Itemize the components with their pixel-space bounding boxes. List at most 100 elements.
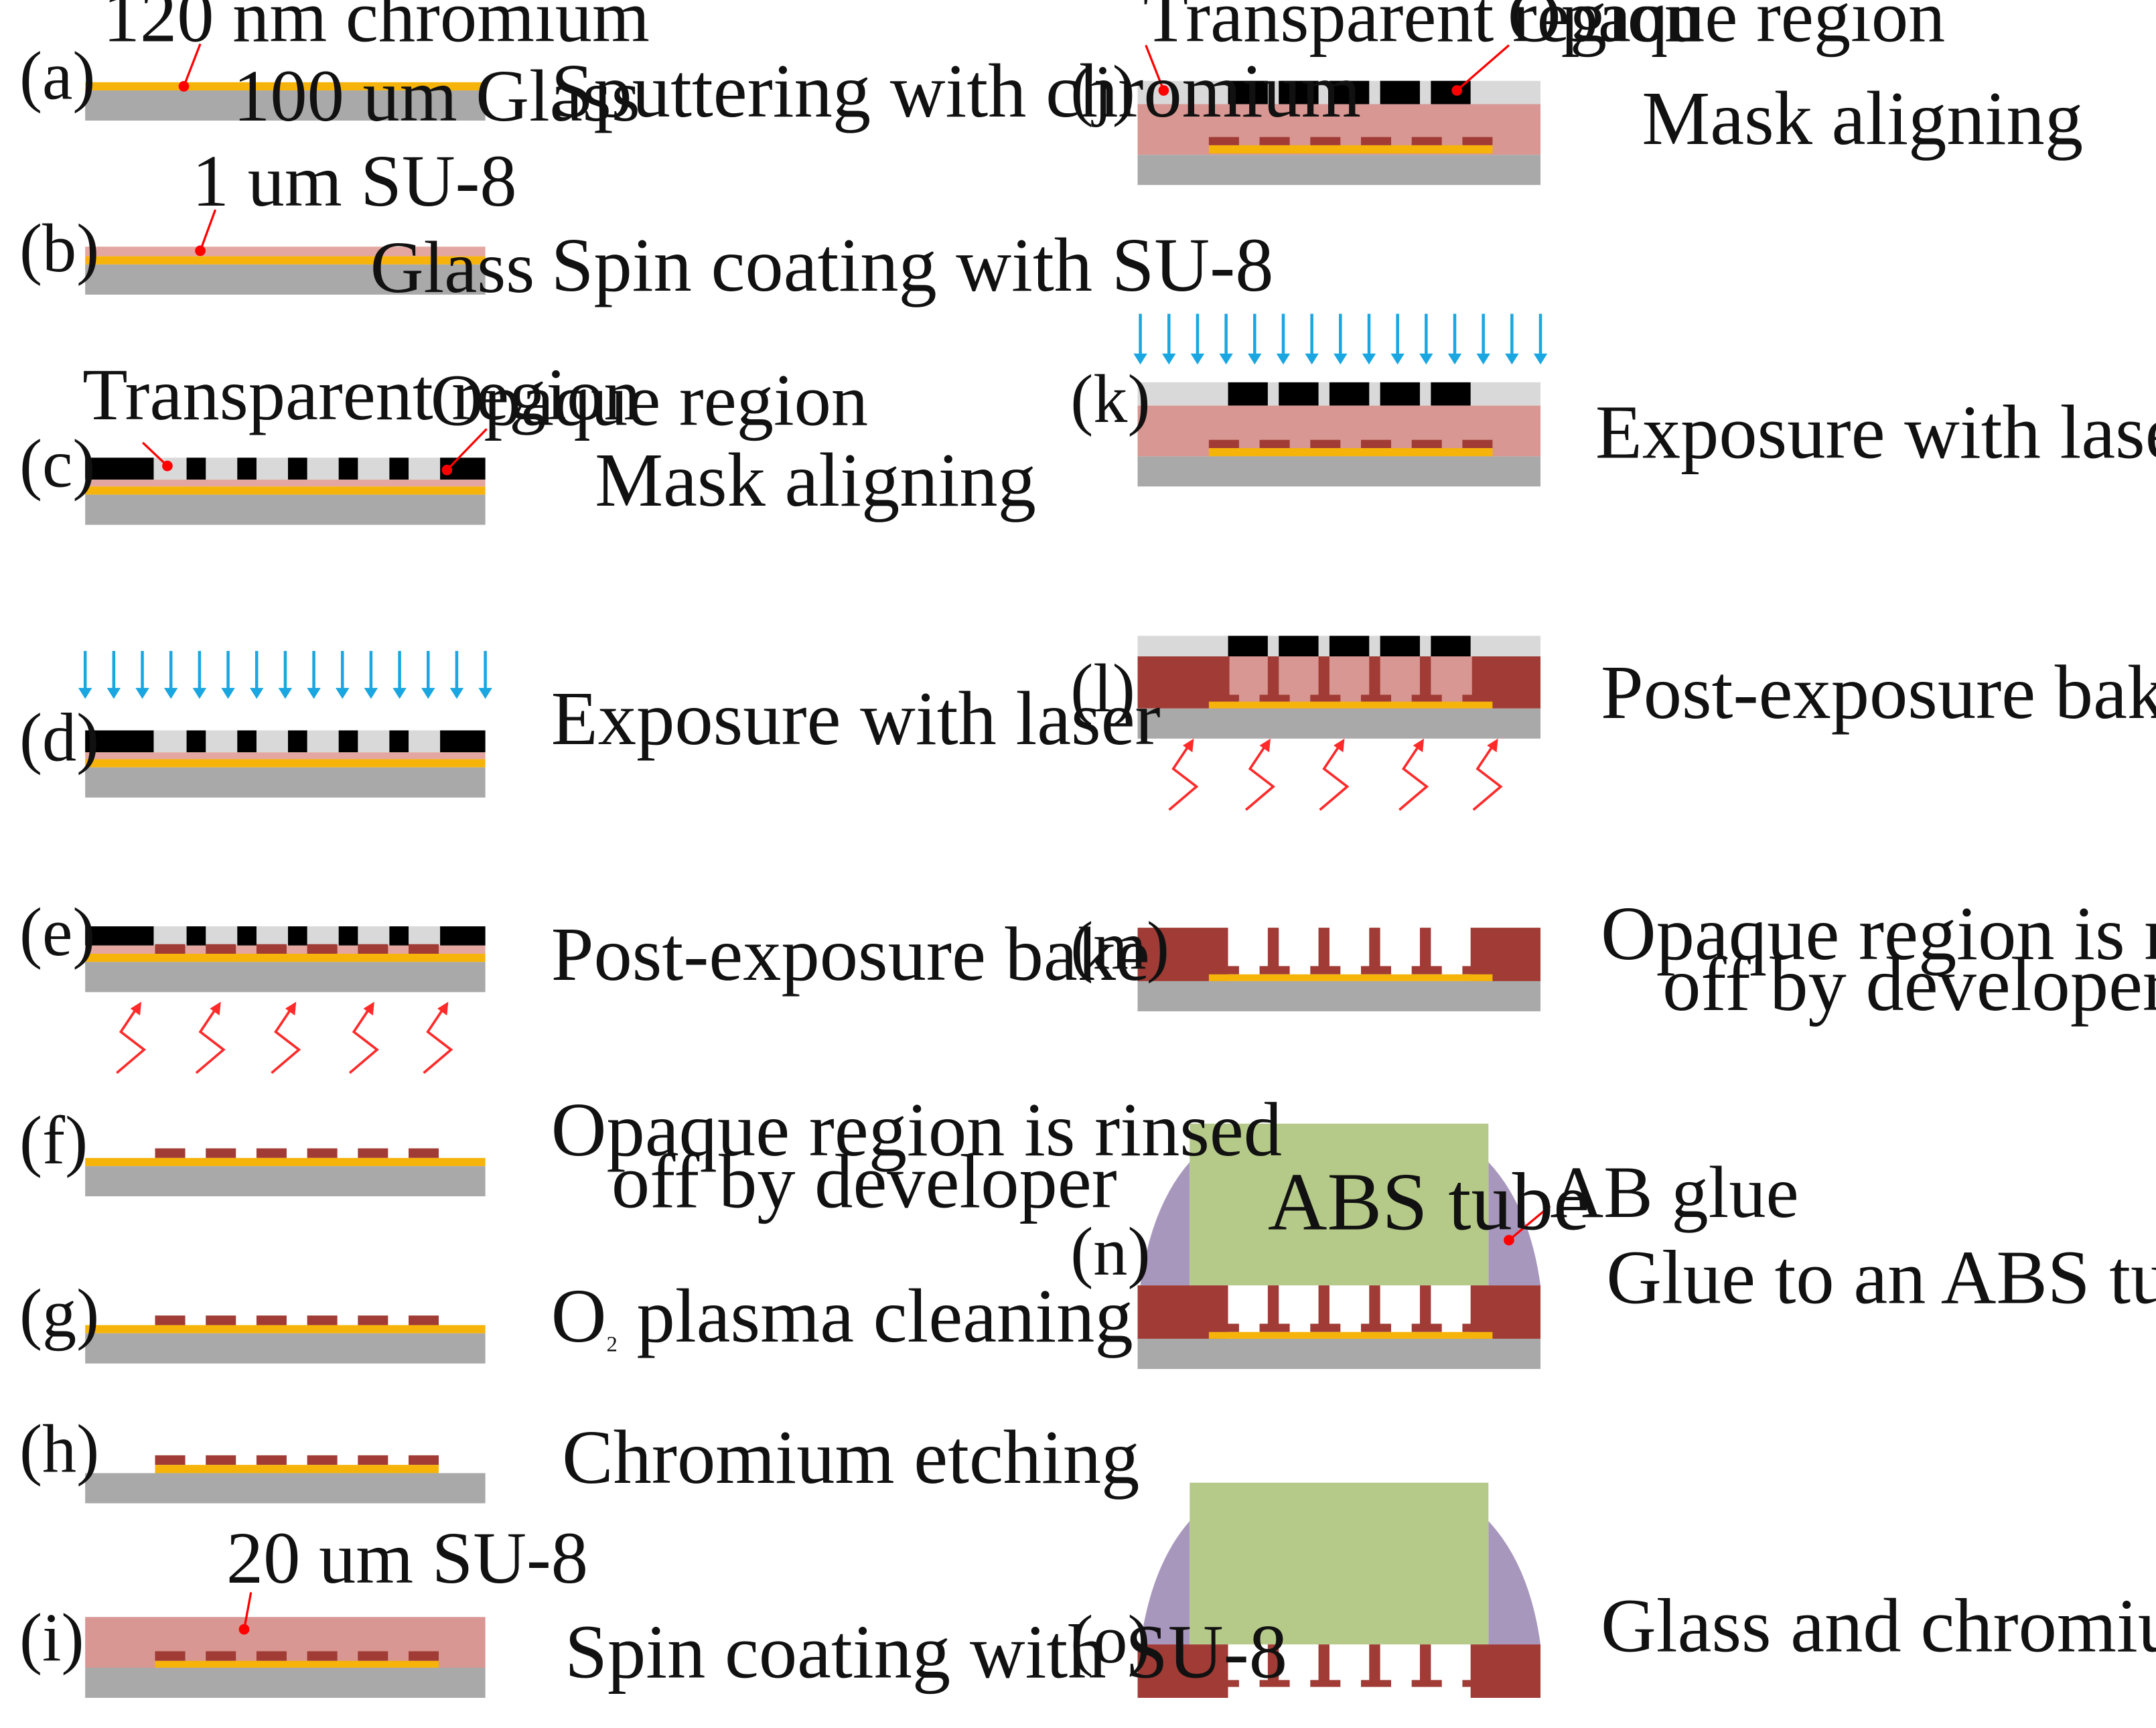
mask-opaque-region [287, 926, 307, 946]
layer-stack-drawings [85, 80, 1541, 1698]
su8-thin-layer [85, 752, 486, 760]
ab-glue-left [1140, 1162, 1190, 1286]
abs-tube-label: ABS tube [1268, 1156, 1590, 1247]
step-label-h: (h) [19, 1411, 99, 1487]
crosslinked-su8-feature [256, 944, 287, 954]
down-arrow-icon [336, 688, 350, 699]
mask-opaque-region [1329, 636, 1370, 657]
mask-opaque-region [186, 730, 206, 753]
crosslinked-su8-feature [1310, 137, 1341, 145]
glass-substrate [1137, 708, 1541, 739]
ab-glue-annotation: AB glue [1550, 1151, 1798, 1233]
transparent-region-annotation-j: Transparent region [1143, 0, 1701, 57]
step-description-i: Spin coating with SU-8 [565, 1609, 1287, 1694]
su8-pillar [1369, 656, 1380, 699]
glass-substrate [85, 1667, 486, 1698]
down-arrow-icon [1533, 353, 1548, 365]
down-arrow-icon [1190, 353, 1205, 365]
chromium-layer [85, 1157, 486, 1167]
crosslinked-su8-feature [409, 944, 439, 954]
leader-opaque-region-c [441, 428, 488, 476]
zigzag-heat-arrow-icon [1487, 738, 1498, 753]
step-label-j: (j) [1070, 52, 1135, 128]
mask-opaque-region [389, 457, 409, 480]
step-label-i: (i) [19, 1601, 84, 1676]
step-description-o: Glass and chromium removing [1601, 1583, 2156, 1668]
crosslinked-su8-feature [1462, 137, 1493, 145]
crosslinked-su8-feature [1208, 695, 1239, 702]
crosslinked-su8-feature [1462, 439, 1493, 449]
step-label-k: (k) [1070, 362, 1150, 437]
crosslinked-su8-feature [1411, 1323, 1442, 1332]
crosslinked-su8-feature [1310, 966, 1341, 975]
down-arrow-icon [1248, 353, 1262, 365]
stack-e [85, 926, 486, 993]
glass-substrate [1137, 981, 1541, 1011]
chromium-pattern [1208, 145, 1493, 154]
crosslinked-su8-feature [307, 944, 338, 954]
crosslinked-su8-feature [155, 1315, 186, 1325]
crosslinked-su8-feature [358, 944, 388, 954]
glass-substrate [1137, 155, 1541, 186]
crosslinked-su8-feature [1208, 966, 1239, 975]
zigzag-heat-arrow-icon [437, 1001, 449, 1016]
step-description-f-line-1: Opaque region is rinsed [551, 1087, 1282, 1172]
zigzag-heat-arrow-icon [1168, 743, 1199, 811]
mask-opaque-region [1279, 636, 1319, 657]
down-arrow-icon [1447, 353, 1462, 365]
crosslinked-su8-feature [1259, 695, 1290, 702]
step-description-m-line-1: Opaque region is rinsed [1601, 891, 2156, 976]
crosslinked-su8-feature [206, 1148, 236, 1158]
glass-substrate [85, 1166, 486, 1197]
chromium-layer [85, 1325, 486, 1334]
down-arrow-icon [135, 688, 149, 699]
mask-opaque-region [287, 457, 307, 480]
zigzag-heat-arrow-icon [423, 1006, 453, 1074]
crosslinked-su8-feature [358, 1651, 388, 1661]
su8-pillar [1318, 656, 1329, 699]
crosslinked-su8-feature [1208, 439, 1239, 449]
mask-opaque-region [1228, 382, 1268, 406]
down-arrow-icon [1505, 353, 1519, 365]
down-arrow-icon [1390, 353, 1405, 365]
step-description-b: Spin coating with SU-8 [551, 222, 1274, 307]
step-description-d: Exposure with laser [551, 676, 1161, 761]
down-arrow-icon [478, 688, 492, 699]
leader-ab-glue [1504, 1205, 1551, 1246]
crosslinked-su8-feature [256, 1455, 287, 1465]
step-label-d: (d) [19, 701, 99, 776]
glass-substrate [85, 1333, 486, 1364]
zigzag-heat-arrow-icon [1334, 738, 1345, 753]
crosslinked-su8-feature [1411, 137, 1442, 145]
ab-glue-right [1488, 1162, 1541, 1286]
crosslinked-su8-feature [409, 1315, 439, 1325]
down-arrow-icon [192, 688, 207, 699]
crosslinked-su8-feature [1310, 1680, 1341, 1687]
chromium-pattern [155, 1465, 439, 1473]
down-arrow-icon [1476, 353, 1490, 365]
zigzag-heat-arrow-icon [1472, 743, 1503, 811]
crosslinked-su8-feature [1411, 695, 1442, 702]
chromium-pattern [1208, 974, 1493, 981]
crosslinked-su8-feature [155, 1148, 186, 1158]
su8-block-left [1137, 1644, 1228, 1698]
mask-opaque-region [237, 457, 257, 480]
su8-pillar [1267, 1285, 1279, 1329]
down-arrow-icon [221, 688, 235, 699]
mask-opaque-region [237, 730, 257, 753]
leader-transparent-region-c [141, 441, 173, 472]
zigzag-heat-arrow-icon [285, 1001, 297, 1016]
mask-opaque-region [287, 730, 307, 753]
annotation-leader-lines [141, 43, 1551, 1635]
chromium-layer [85, 486, 486, 495]
zigzag-heat-arrow-icon [1413, 738, 1425, 753]
chromium-pattern [1208, 701, 1493, 709]
down-arrow-icon [1162, 353, 1176, 365]
zigzag-heat-arrow-icon [348, 1006, 379, 1074]
crosslinked-su8-feature [206, 944, 236, 954]
crosslinked-su8-feature [1411, 1680, 1442, 1687]
step-label-g: (g) [19, 1276, 99, 1352]
su8-pillar [1419, 1285, 1431, 1329]
down-arrow-icon [449, 688, 464, 699]
crosslinked-su8-feature [358, 1455, 388, 1465]
